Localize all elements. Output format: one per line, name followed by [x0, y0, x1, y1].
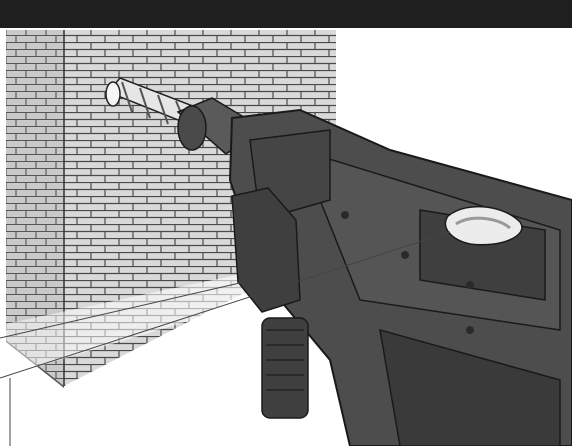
header-bar	[0, 0, 572, 28]
